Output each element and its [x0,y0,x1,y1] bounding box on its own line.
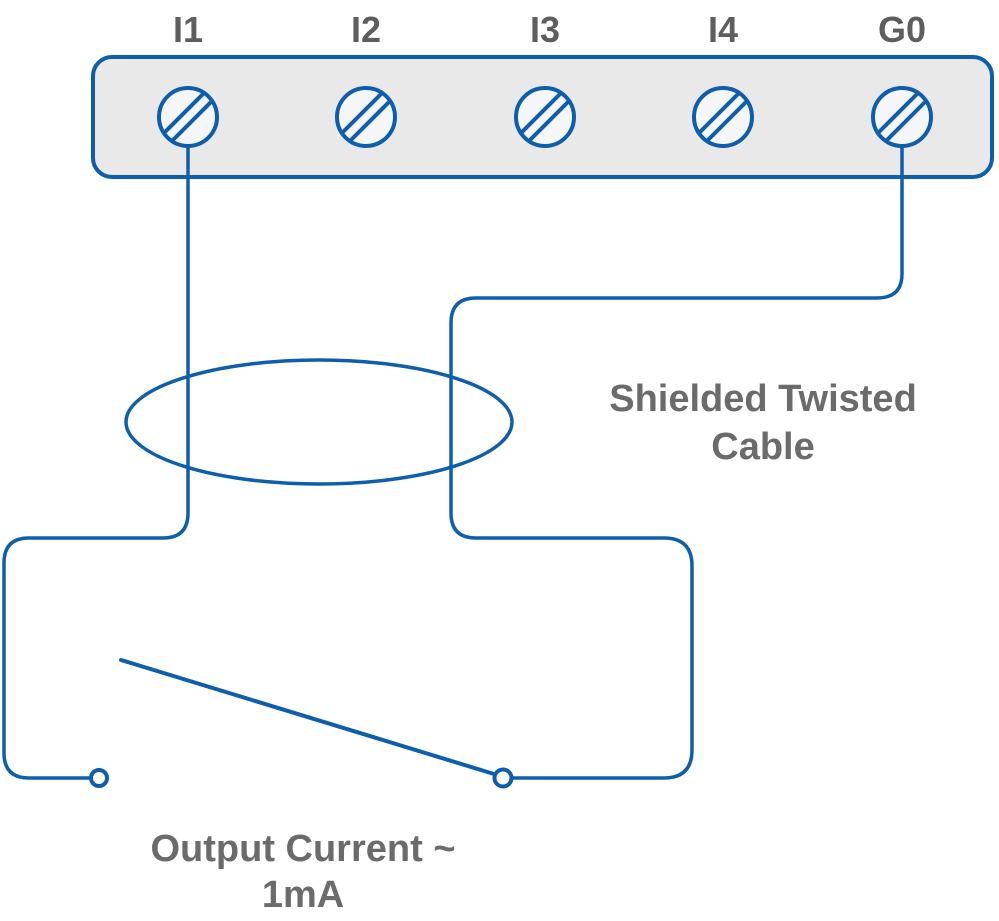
terminal-screw-icon [514,86,576,148]
switch-contact-right-icon [492,767,514,789]
terminal-g0: G0 [871,9,933,148]
terminal-i1: I1 [157,9,219,148]
terminal-label-i4: I4 [708,9,738,50]
screw-slot-line [697,91,741,135]
switch-contact-left-icon [89,768,109,788]
shielded-cable-text-line1: Shielded Twisted [609,378,917,420]
screw-slot-line [884,99,928,143]
terminal-screw-icon [335,86,397,148]
cable-loop-icon [124,358,514,486]
output-current-text-line1: Output Current ~ [150,828,455,870]
shielded-cable-text-line2: Cable [711,426,814,468]
terminal-label-i3: I3 [530,9,560,50]
screw-slot-line [162,91,206,135]
screw-slot-line [519,91,563,135]
terminal-label-i2: I2 [351,9,381,50]
screw-slot-line [876,91,920,135]
annotation-output-current: Output Current ~ 1mA [150,828,455,916]
terminal-label-g0: G0 [878,9,926,50]
terminal-i2: I2 [335,9,397,148]
screw-slot-line [348,99,392,143]
terminal-screw-icon [692,86,754,148]
output-current-text-line2: 1mA [262,874,344,916]
screw-slot-line [170,99,214,143]
screw-slot-line [527,99,571,143]
switch-arm [119,658,496,776]
terminal-label-i1: I1 [173,9,203,50]
screw-slot-line [340,91,384,135]
terminal-i4: I4 [692,9,754,148]
terminal-i3: I3 [514,9,576,148]
annotation-shielded-cable: Shielded Twisted Cable [609,378,917,468]
terminal-screw-icon [871,86,933,148]
screw-slot-line [705,99,749,143]
wire-g0-to-switch [449,144,904,780]
terminal-screw-icon [157,86,219,148]
wire-i1-to-switch [2,144,190,780]
